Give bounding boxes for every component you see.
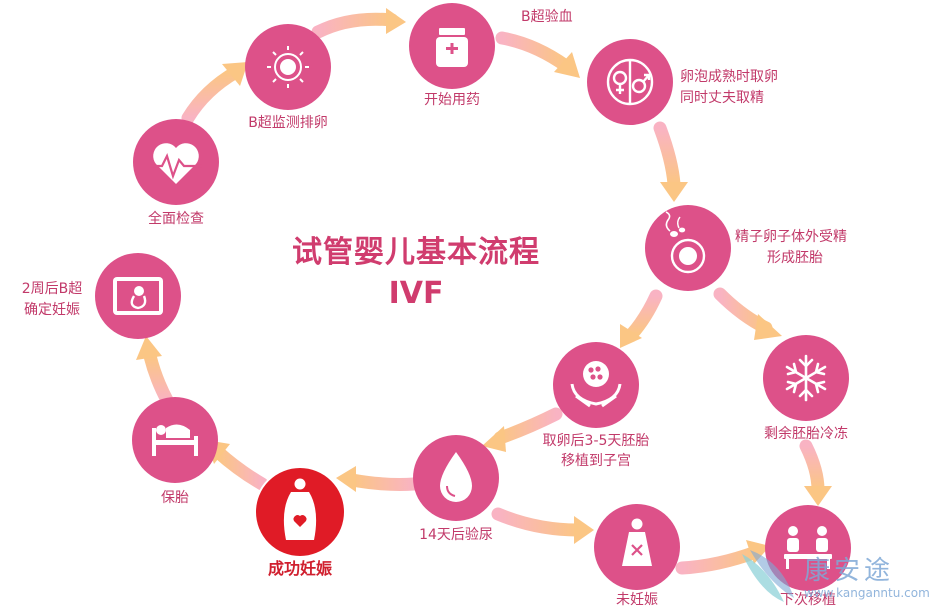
label-bmonitor: B超监测排卵 bbox=[248, 115, 328, 131]
watermark-text: 康安途 bbox=[804, 556, 895, 586]
node-meds bbox=[409, 3, 495, 89]
label-bblood: B超验血 bbox=[521, 9, 573, 25]
arrow-head bbox=[554, 52, 580, 78]
label-nexttransfer: 下次移植 bbox=[780, 592, 836, 608]
arrow-exam-to-bmonitor bbox=[181, 65, 243, 125]
arrow-head bbox=[660, 182, 688, 202]
node-exam bbox=[133, 119, 219, 205]
arrow-notpregnant-to-next bbox=[675, 545, 763, 575]
node-success bbox=[254, 466, 346, 558]
woman-x-icon bbox=[622, 518, 652, 566]
node-urine bbox=[413, 435, 499, 521]
label-transfer-2: 移植到子宫 bbox=[561, 453, 631, 469]
node-eggretrieval bbox=[587, 39, 673, 125]
node-notpregnant bbox=[594, 504, 680, 590]
arrow-keep-to-confirm bbox=[143, 349, 175, 409]
hands-embryo-icon bbox=[570, 361, 622, 408]
label-urine: 14天后验尿 bbox=[419, 527, 493, 543]
label-exam: 全面检查 bbox=[148, 211, 204, 227]
arrow-egg-to-fertilize bbox=[653, 121, 681, 191]
arrow-urine-to-success bbox=[345, 473, 421, 491]
node-fertilize bbox=[645, 205, 731, 291]
label-eggretrieval-1: 卵泡成熟时取卵 bbox=[680, 69, 778, 85]
ultrasound-fetus-icon bbox=[113, 277, 163, 315]
arrow-head bbox=[574, 516, 594, 544]
heart-monitor-icon bbox=[150, 143, 202, 184]
male-female-icon bbox=[606, 58, 654, 106]
sperm-egg-icon bbox=[665, 211, 706, 274]
arrow-urine-to-notpregnant bbox=[491, 507, 585, 537]
pregnant-woman-icon bbox=[283, 478, 317, 540]
node-nexttransfer bbox=[765, 505, 851, 591]
title-line2: IVF bbox=[388, 276, 444, 311]
bed-rest-icon bbox=[152, 424, 198, 456]
arrow-success-to-keep bbox=[211, 445, 269, 491]
label-confirm-1: 2周后B超 bbox=[21, 281, 83, 297]
arrow-head bbox=[336, 466, 356, 492]
arrow-freeze-to-next bbox=[799, 439, 825, 497]
watermark-logo-icon bbox=[742, 550, 794, 602]
label-success: 成功妊娠 bbox=[267, 559, 333, 578]
node-transfer bbox=[553, 342, 639, 428]
label-meds: 开始用药 bbox=[424, 92, 480, 108]
label-fertilize-2: 形成胚胎 bbox=[767, 250, 823, 266]
label-keep: 保胎 bbox=[161, 490, 189, 506]
arrow-meds-to-egg bbox=[495, 31, 573, 73]
snowflake-icon bbox=[785, 354, 827, 402]
node-freeze bbox=[763, 335, 849, 421]
arrow-head bbox=[386, 8, 406, 34]
label-eggretrieval-2: 同时丈夫取精 bbox=[680, 90, 764, 106]
title-line1: 试管婴儿基本流程 bbox=[292, 235, 540, 270]
arrow-head bbox=[620, 324, 642, 348]
diagram-title: 试管婴儿基本流程 IVF bbox=[292, 232, 540, 314]
watermark: 康安途 www.kanganntu.com bbox=[738, 548, 938, 608]
arrow-head bbox=[222, 62, 248, 86]
doctor-patient-icon bbox=[784, 526, 832, 569]
arrow-head bbox=[754, 314, 782, 340]
arrow-head bbox=[482, 426, 506, 452]
flow-arrows bbox=[136, 8, 832, 575]
label-transfer-1: 取卵后3-5天胚胎 bbox=[542, 433, 650, 449]
label-fertilize-1: 精子卵子体外受精 bbox=[735, 229, 847, 245]
medicine-bottle-icon bbox=[436, 28, 468, 67]
watermark-url: www.kanganntu.com bbox=[804, 586, 930, 600]
node-confirm bbox=[95, 253, 181, 339]
arrow-head bbox=[804, 486, 832, 506]
label-notpregnant: 未妊娠 bbox=[616, 592, 658, 608]
label-confirm-2: 确定妊娠 bbox=[24, 302, 80, 318]
arrow-fertilize-to-transfer bbox=[625, 289, 663, 341]
arrow-head bbox=[136, 336, 162, 360]
arrow-head bbox=[746, 540, 770, 564]
node-keep bbox=[132, 397, 218, 483]
label-freeze: 剩余胚胎冷冻 bbox=[764, 426, 848, 442]
arrow-bmonitor-to-meds bbox=[311, 12, 399, 39]
node-bmonitor bbox=[245, 24, 331, 110]
ovary-sun-icon bbox=[267, 46, 309, 88]
